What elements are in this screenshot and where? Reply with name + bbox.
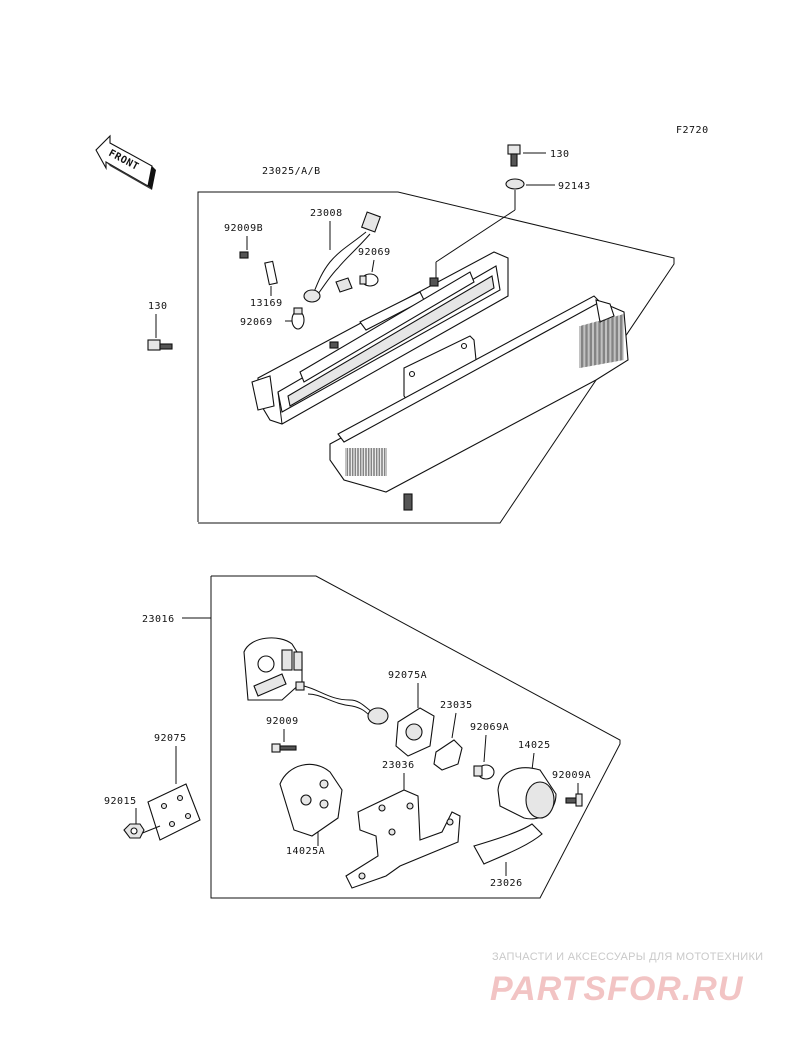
label-14025: 14025 xyxy=(518,740,551,751)
band-23026-icon xyxy=(473,823,543,865)
bulb-92069-b-icon xyxy=(291,307,305,330)
lens-14025-icon xyxy=(497,767,557,820)
screw-92009a-icon xyxy=(565,793,583,807)
label-92075: 92075 xyxy=(154,733,187,744)
label-13169: 13169 xyxy=(250,298,283,309)
plate-13169-icon xyxy=(264,260,278,286)
screw-92009b-icon xyxy=(239,251,249,259)
label-92069-b: 92069 xyxy=(240,317,273,328)
rear-cover xyxy=(243,637,303,701)
label-92009a: 92009A xyxy=(552,770,591,781)
label-14025a: 14025A xyxy=(286,846,325,857)
plate-92075-icon xyxy=(147,783,201,841)
label-92069-a: 92069 xyxy=(358,247,391,258)
lower-frame xyxy=(210,575,621,899)
label-92009b: 92009B xyxy=(224,223,263,234)
diagram-code: F2720 xyxy=(676,125,709,136)
socket-wire-icon xyxy=(295,681,389,725)
lens-hatching xyxy=(345,314,624,476)
label-92069a: 92069A xyxy=(470,722,509,733)
label-130-left: 130 xyxy=(148,301,168,312)
wire-harness-23008-icon xyxy=(303,211,382,303)
label-92009: 92009 xyxy=(266,716,299,727)
tail-lamp-housing xyxy=(251,251,509,425)
label-23035: 23035 xyxy=(440,700,473,711)
watermark: ЗАПЧАСТИ И АКСЕССУАРЫ ДЛЯ МОТОТЕХНИКИ PA… xyxy=(490,951,763,1008)
tail-lamp-lens xyxy=(329,295,629,511)
label-130-top: 130 xyxy=(550,149,570,160)
lower-group: 23016 92075A 23035 xyxy=(104,575,621,899)
label-23036: 23036 xyxy=(382,760,415,771)
label-23016: 23016 xyxy=(142,614,175,625)
upper-frame xyxy=(197,191,675,524)
bulb-92069-icon xyxy=(359,273,379,287)
bolt-130-left-icon xyxy=(147,339,173,351)
bracket-23036-icon xyxy=(345,789,461,889)
socket-92075a-icon xyxy=(395,707,435,757)
grommet-92143-icon xyxy=(435,178,555,282)
cover-14025a-icon xyxy=(279,763,343,837)
watermark-caption: ЗАПЧАСТИ И АКСЕССУАРЫ ДЛЯ МОТОТЕХНИКИ xyxy=(492,951,763,963)
screw-92009-icon xyxy=(271,743,297,753)
label-92015: 92015 xyxy=(104,796,137,807)
front-arrow-icon: FRONT xyxy=(95,134,156,190)
label-23025: 23025/A/B xyxy=(262,166,321,177)
upper-group: 23025/A/B 130 92143 92009B 23008 xyxy=(147,144,675,524)
nut-92015-icon xyxy=(123,823,145,839)
label-92143: 92143 xyxy=(558,181,591,192)
bulb-92069a-icon xyxy=(473,764,495,780)
label-23026: 23026 xyxy=(490,878,523,889)
label-92075a: 92075A xyxy=(388,670,427,681)
bolt-130-top-icon xyxy=(507,144,546,167)
holder-23035-icon xyxy=(433,739,463,771)
label-23008: 23008 xyxy=(310,208,343,219)
watermark-logo: PARTSFOR.RU xyxy=(490,970,744,1008)
